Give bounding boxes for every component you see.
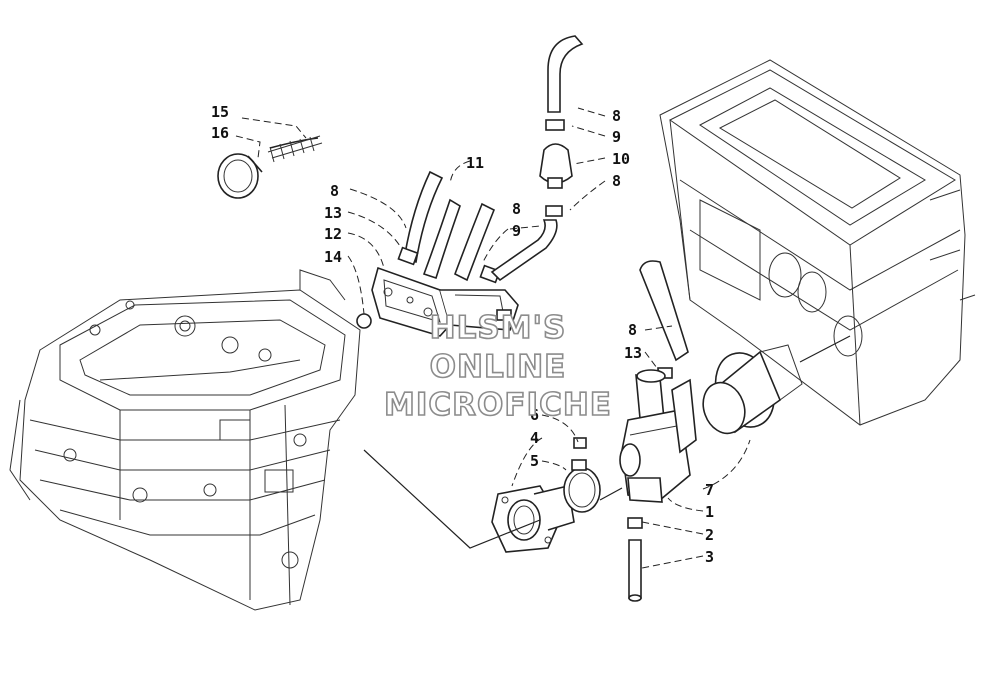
callout-8-carb: 8	[628, 321, 637, 339]
callout-11: 11	[466, 154, 484, 172]
callout-13-pump: 13	[324, 204, 342, 222]
watermark: HLSM'S ONLINE MICROFICHE	[383, 309, 612, 424]
callout-8-hose: 8	[330, 182, 339, 200]
clamp-and-spring	[217, 135, 323, 199]
callout-5: 5	[530, 452, 539, 470]
callout-7: 7	[705, 481, 714, 499]
callout-8-right-hose: 8	[512, 200, 521, 218]
watermark-line-3: MICROFICHE	[384, 387, 612, 423]
callout-8-mid: 8	[612, 172, 621, 190]
fuel-pump-drawing	[356, 170, 519, 337]
watermark-line-2: ONLINE	[430, 349, 567, 385]
callout-10: 10	[612, 150, 630, 168]
intake-flange-drawing	[491, 437, 601, 553]
callout-14: 14	[324, 248, 342, 266]
fuel-filter-drawing	[490, 35, 584, 282]
callout-3: 3	[705, 548, 714, 566]
callout-8-top: 8	[612, 107, 621, 125]
callout-6: 6	[530, 406, 539, 424]
carburetor-drawing	[619, 260, 697, 602]
callout-9-top: 9	[612, 128, 621, 146]
callout-13-carb: 13	[624, 344, 642, 362]
callout-4: 4	[530, 429, 539, 447]
watermark-line-1: HLSM'S	[430, 310, 567, 346]
airbox-drawing	[659, 59, 976, 426]
air-boot-drawing	[702, 344, 803, 435]
callout-1: 1	[705, 503, 714, 521]
engine-drawing	[9, 269, 361, 611]
callout-9-lower: 9	[512, 222, 521, 240]
callout-labels: 15 16 11 8 13 12 14 8 9 8 9 10 8 8 13 6 …	[211, 103, 714, 566]
callout-12: 12	[324, 225, 342, 243]
callout-15: 15	[211, 103, 229, 121]
leader-lines	[235, 107, 851, 569]
callout-16: 16	[211, 124, 229, 142]
callout-2: 2	[705, 526, 714, 544]
